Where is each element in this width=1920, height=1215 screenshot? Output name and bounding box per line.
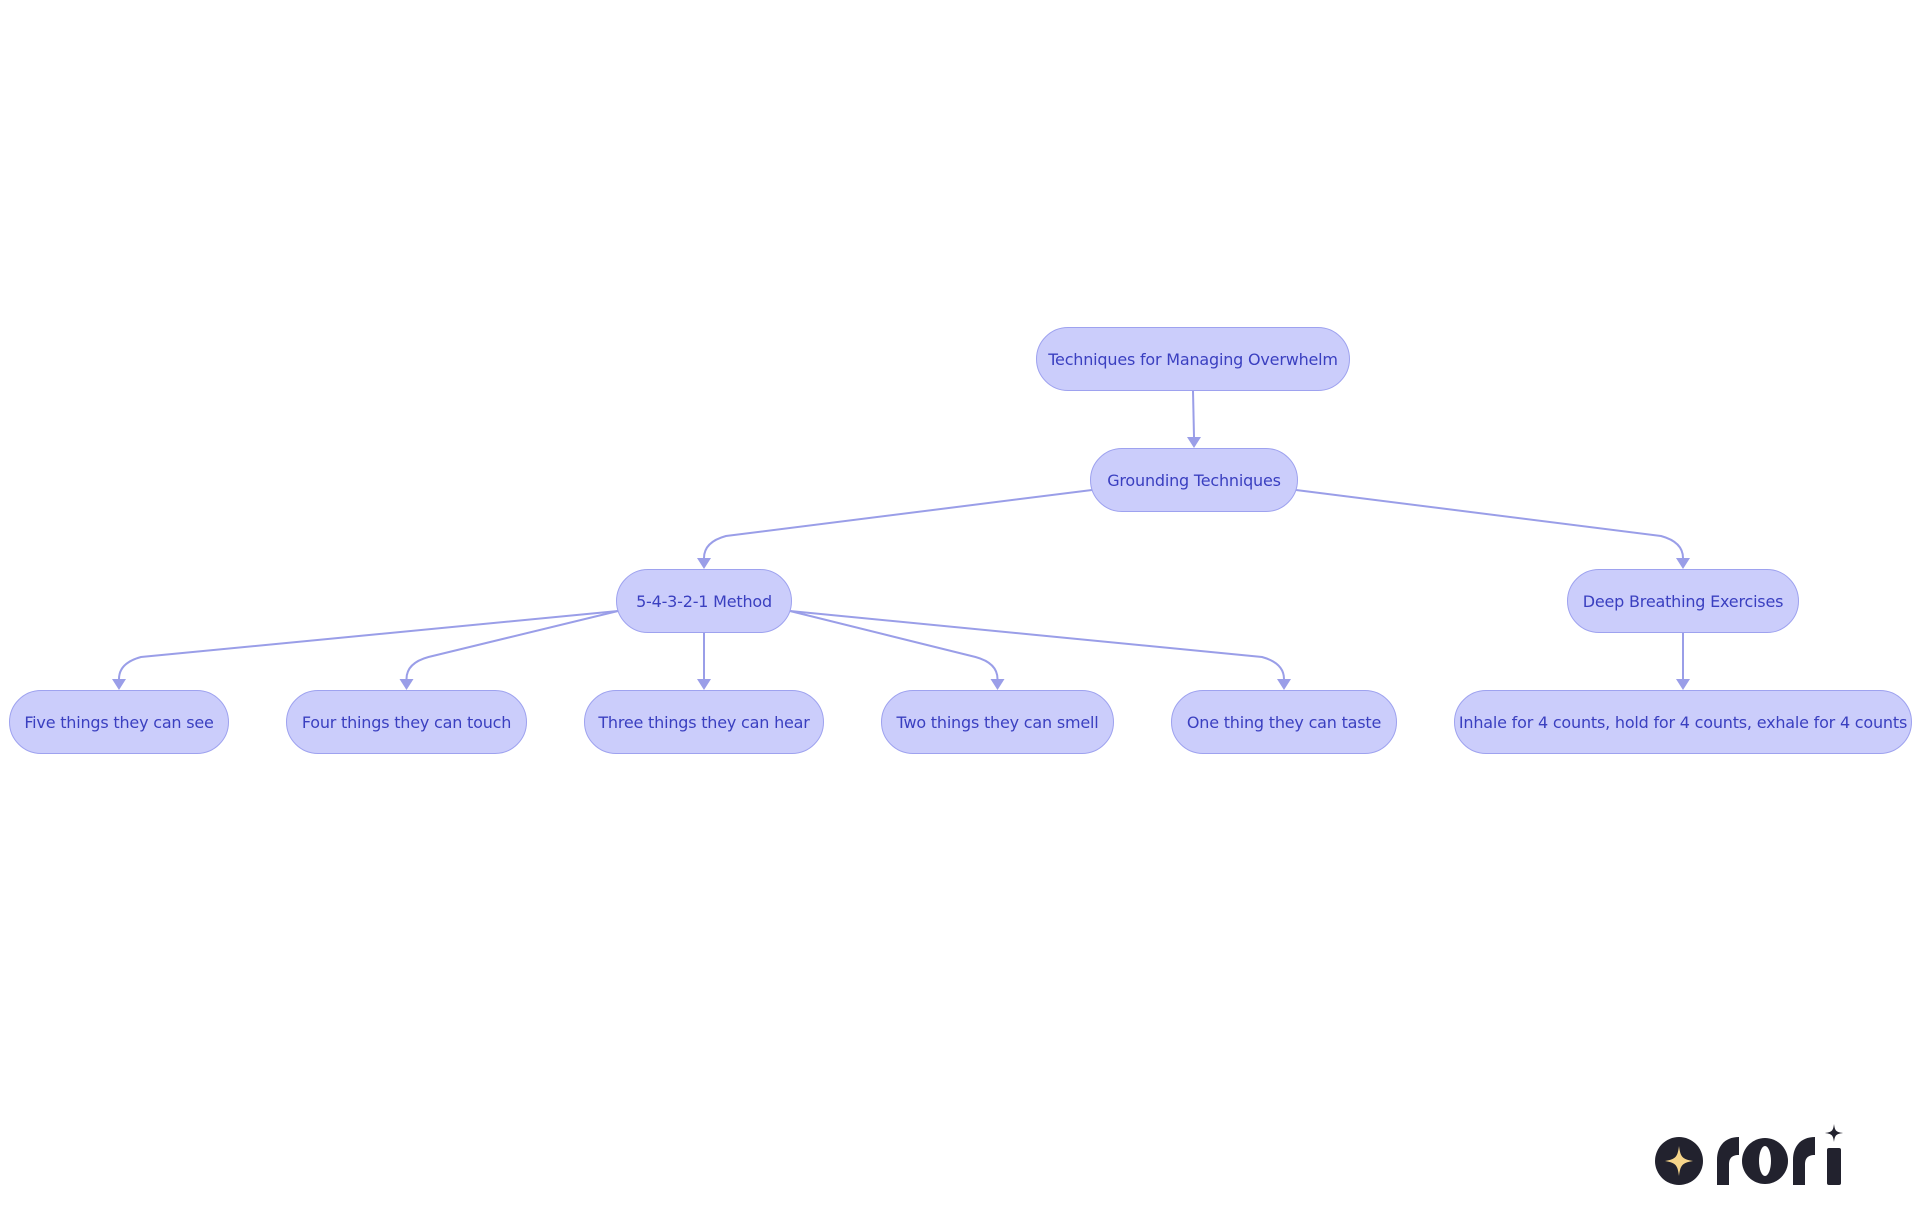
node-5-4-3-2-1-method[interactable]: 5-4-3-2-1 Method bbox=[616, 569, 792, 633]
node-four-things-touch[interactable]: Four things they can touch bbox=[286, 690, 527, 754]
edge-root-to-grounding bbox=[1192, 390, 1195, 438]
node-label: Four things they can touch bbox=[301, 712, 512, 732]
logo-sparkle-icon bbox=[1825, 1124, 1843, 1142]
node-label: One thing they can taste bbox=[1186, 712, 1382, 732]
logo-wordmark-icon bbox=[1717, 1137, 1841, 1185]
edge-grounding-to-breathing bbox=[1295, 489, 1684, 559]
node-label: Three things they can hear bbox=[598, 712, 810, 732]
logo-star-badge-icon bbox=[1655, 1137, 1703, 1185]
arrowhead-icon bbox=[697, 679, 711, 690]
node-label: 5-4-3-2-1 Method bbox=[636, 591, 772, 611]
arrowhead-icon bbox=[1277, 679, 1291, 690]
node-deep-breathing-exercises[interactable]: Deep Breathing Exercises bbox=[1567, 569, 1799, 633]
node-five-things-see[interactable]: Five things they can see bbox=[9, 690, 229, 754]
node-two-things-smell[interactable]: Two things they can smell bbox=[881, 690, 1114, 754]
arrowhead-icon bbox=[1676, 679, 1690, 690]
arrowhead-icon bbox=[1187, 437, 1201, 448]
node-label: Two things they can smell bbox=[896, 712, 1099, 732]
arrowhead-icon bbox=[697, 558, 711, 569]
node-three-things-hear[interactable]: Three things they can hear bbox=[584, 690, 824, 754]
edge-method-to-taste bbox=[789, 610, 1285, 680]
rori-logo bbox=[1655, 1124, 1843, 1185]
node-techniques-for-managing-overwhelm[interactable]: Techniques for Managing Overwhelm bbox=[1036, 327, 1350, 391]
arrowhead-icon bbox=[112, 679, 126, 690]
edge-method-to-see bbox=[118, 610, 619, 680]
node-one-thing-taste[interactable]: One thing they can taste bbox=[1171, 690, 1397, 754]
arrowhead-icon bbox=[990, 679, 1005, 690]
node-label: Deep Breathing Exercises bbox=[1582, 591, 1784, 611]
arrowhead-icon bbox=[1676, 558, 1690, 569]
edge-method-to-smell bbox=[789, 610, 999, 680]
node-label: Five things they can see bbox=[24, 712, 214, 732]
node-label: Inhale for 4 counts, hold for 4 counts, … bbox=[1458, 712, 1908, 732]
edge-grounding-to-method bbox=[703, 489, 1093, 559]
node-label: Techniques for Managing Overwhelm bbox=[1048, 349, 1338, 369]
edge-method-to-touch bbox=[405, 610, 619, 680]
arrowhead-icon bbox=[399, 679, 414, 690]
node-inhale-hold-exhale[interactable]: Inhale for 4 counts, hold for 4 counts, … bbox=[1454, 690, 1912, 754]
node-grounding-techniques[interactable]: Grounding Techniques bbox=[1090, 448, 1298, 512]
node-label: Grounding Techniques bbox=[1107, 470, 1281, 490]
